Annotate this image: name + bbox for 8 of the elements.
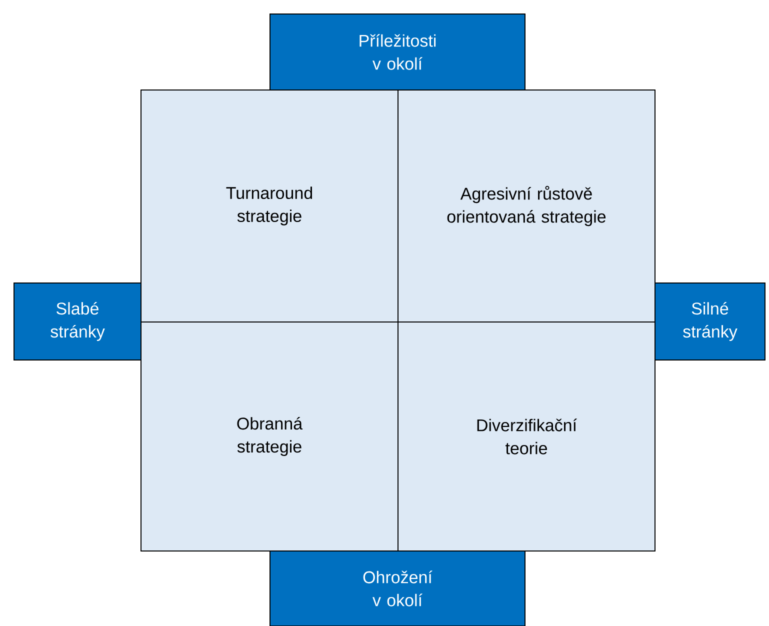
quadrant-box: Diverzifikační teorie	[398, 322, 656, 552]
header-box: Příležitosti v okolí	[270, 14, 526, 90]
quadrant-box: Obranná strategie	[140, 322, 398, 552]
header-box: Silné stránky	[654, 282, 766, 360]
header-box: Slabé stránky	[14, 282, 142, 360]
header-box: Ohrožení v okolí	[270, 550, 526, 626]
quadrant-box: Turnaround strategie	[140, 90, 398, 322]
quadrant-box: Agresivní růstově orientovaná strategie	[398, 90, 656, 322]
